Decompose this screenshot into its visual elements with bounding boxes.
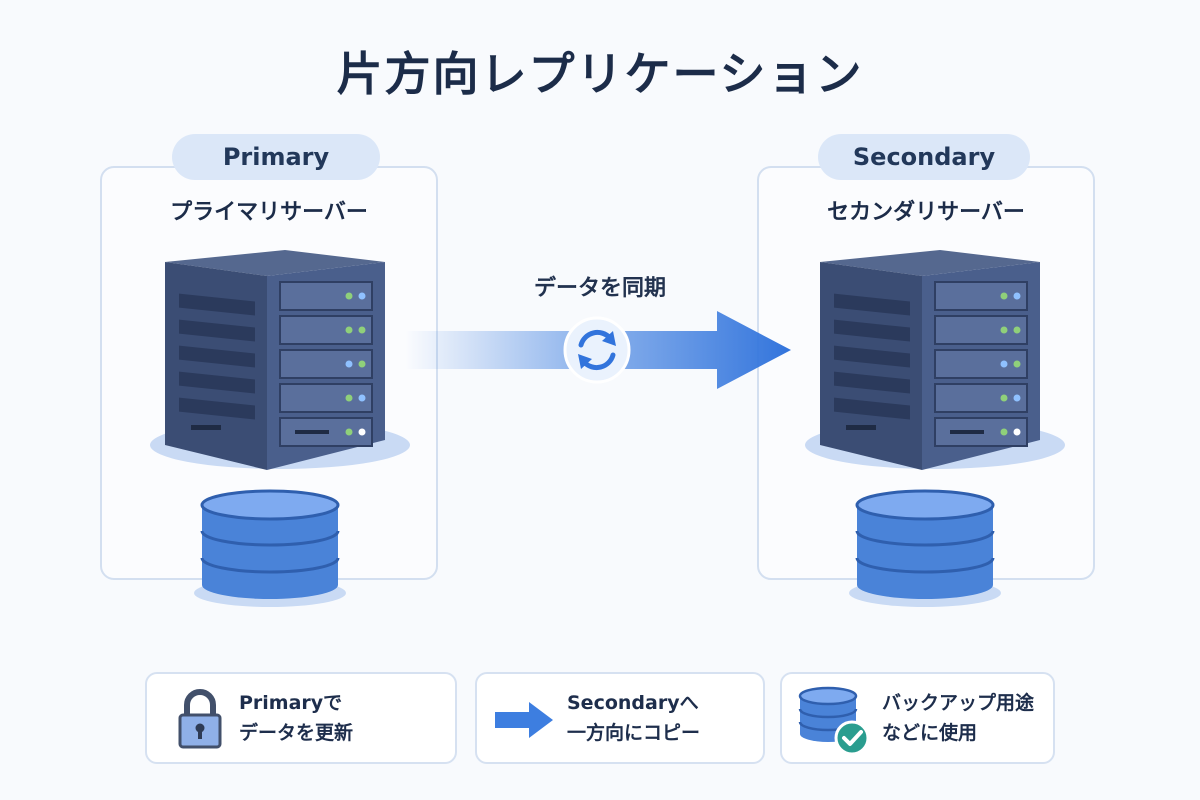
secondary-badge: Secondary	[818, 134, 1030, 180]
secondary-server-label: セカンダリサーバー	[827, 200, 1025, 225]
primary-database-icon	[194, 489, 346, 607]
secondary-server-icon	[805, 250, 1065, 470]
page-title: 片方向レプリケーション	[336, 47, 864, 101]
replication-arrow	[405, 311, 791, 389]
primary-badge: Primary	[172, 134, 380, 180]
database-check-icon	[798, 686, 870, 756]
card-backup: バックアップ用途 などに使用	[780, 672, 1055, 764]
sync-icon	[563, 316, 631, 384]
card-copy-line1: Secondaryへ	[567, 692, 699, 714]
sync-label: データを同期	[533, 276, 666, 301]
card-backup-line2: などに使用	[882, 722, 978, 744]
card-backup-line1: バックアップ用途	[882, 692, 1035, 714]
card-update: Primaryで データを更新	[145, 672, 457, 764]
arrow-right-icon	[495, 702, 553, 738]
lock-icon	[178, 689, 222, 749]
card-update-line2: データを更新	[239, 722, 354, 744]
primary-server-icon	[150, 250, 410, 470]
card-copy: Secondaryへ 一方向にコピー	[475, 672, 765, 764]
primary-server-label: プライマリサーバー	[170, 200, 368, 225]
secondary-database-icon	[849, 489, 1001, 607]
card-copy-line2: 一方向にコピー	[567, 722, 701, 744]
card-update-line1: Primaryで	[239, 692, 343, 714]
